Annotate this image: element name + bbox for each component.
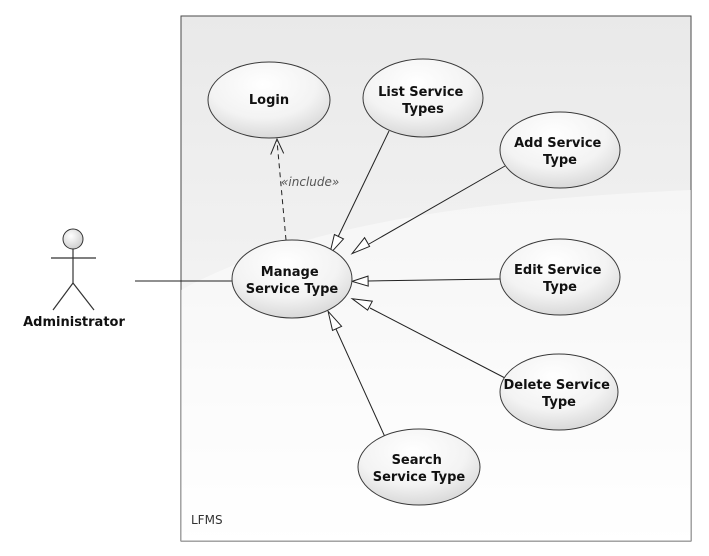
generalization-list: [329, 130, 390, 255]
use-case-edit-service-type[interactable]: Edit Service Type: [499, 238, 621, 316]
use-case-list-service-types[interactable]: List Service Types: [362, 58, 484, 138]
generalization-add: [350, 165, 506, 255]
generalization-edit: [350, 275, 501, 287]
actor-head: [62, 228, 84, 250]
use-case-delete-service-type[interactable]: Delete Service Type: [499, 353, 619, 431]
use-case-list-label: List Service Types: [378, 85, 468, 117]
generalization-search: [327, 309, 386, 438]
use-case-manage-label: Manage Service Type: [246, 265, 339, 297]
system-label: LFMS: [191, 513, 223, 527]
use-case-login-label: Login: [249, 93, 289, 108]
use-case-edit-label: Edit Service Type: [514, 263, 606, 295]
use-case-login[interactable]: Login: [207, 61, 331, 139]
include-label: «include»: [281, 175, 339, 189]
include-dependency: «include»: [270, 137, 339, 241]
use-case-search-label: Search Service Type: [373, 453, 466, 485]
use-case-add-label: Add Service Type: [514, 136, 606, 168]
actor-administrator[interactable]: Administrator: [23, 228, 125, 330]
actor-label: Administrator: [23, 315, 125, 330]
use-case-search-service-type[interactable]: Search Service Type: [357, 428, 481, 506]
use-case-manage-service-type[interactable]: Manage Service Type: [231, 239, 353, 319]
use-case-add-service-type[interactable]: Add Service Type: [499, 111, 621, 189]
use-case-delete-label: Delete Service Type: [503, 378, 614, 410]
generalization-delete: [350, 298, 506, 379]
